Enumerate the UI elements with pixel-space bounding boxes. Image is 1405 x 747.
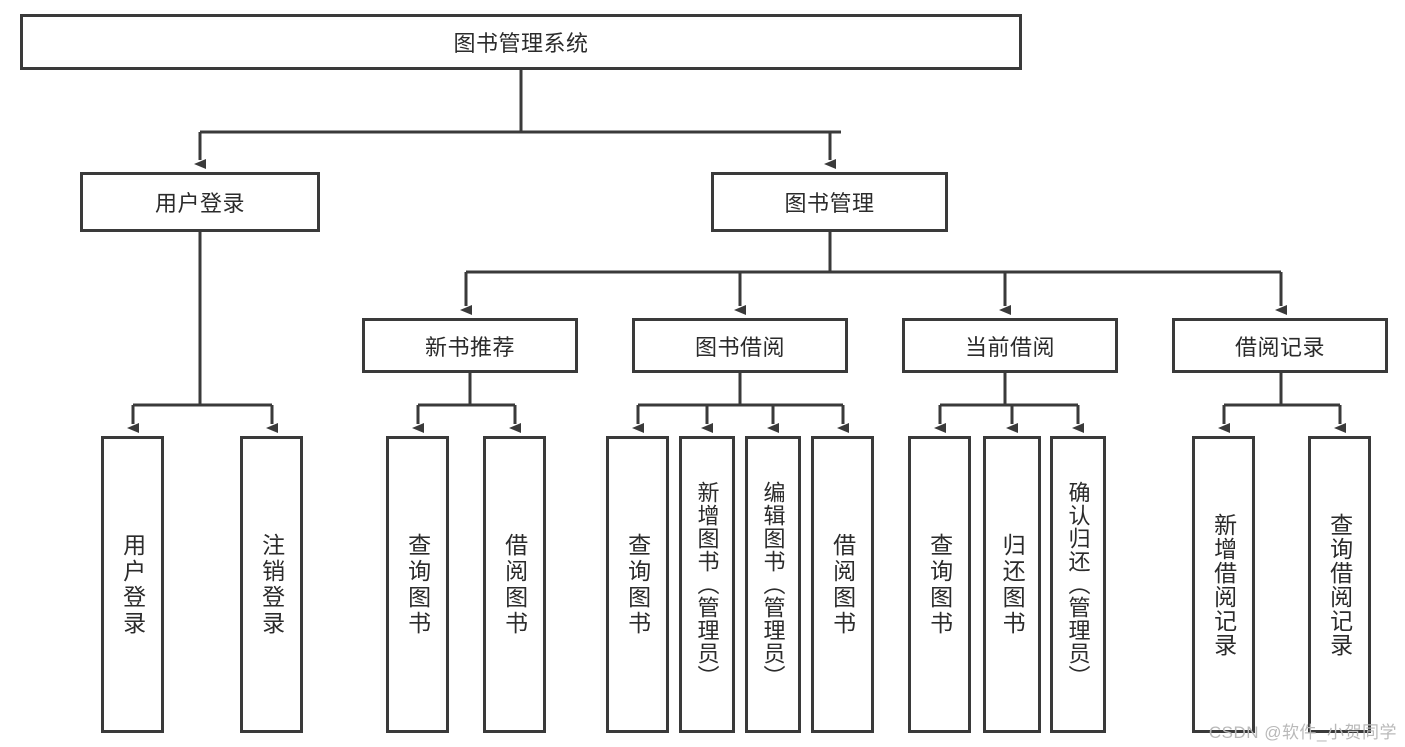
node-current-borrow[interactable]: 当前借阅 (902, 318, 1118, 373)
node-borrow-record[interactable]: 借阅记录 (1172, 318, 1388, 373)
node-borrow-record-label: 借阅记录 (1234, 334, 1325, 360)
node-book-borrow-label: 图书借阅 (694, 334, 785, 360)
leaf-add-book-label: 新增图书（管理员） (694, 481, 720, 688)
leaf-borrow-book-2[interactable]: 借阅图书 (811, 436, 874, 733)
leaf-return-book[interactable]: 归还图书 (983, 436, 1041, 733)
node-new-book-recommend[interactable]: 新书推荐 (362, 318, 578, 373)
node-root[interactable]: 图书管理系统 (20, 14, 1022, 70)
leaf-query-book-2[interactable]: 查询图书 (606, 436, 669, 733)
node-book-management-label: 图书管理 (784, 191, 875, 216)
leaf-add-record[interactable]: 新增借阅记录 (1192, 436, 1255, 733)
leaf-confirm-return-label: 确认归还（管理员） (1065, 481, 1091, 688)
node-user-login-label: 用户登录 (154, 191, 245, 216)
node-book-borrow[interactable]: 图书借阅 (632, 318, 848, 373)
leaf-query-book-3-label: 查询图书 (926, 532, 953, 637)
node-book-management[interactable]: 图书管理 (711, 172, 948, 232)
leaf-user-login-label: 用户登录 (119, 532, 146, 637)
node-user-login[interactable]: 用户登录 (80, 172, 320, 232)
leaf-confirm-return[interactable]: 确认归还（管理员） (1050, 436, 1106, 733)
node-current-borrow-label: 当前借阅 (964, 334, 1055, 360)
leaf-borrow-book-1-label: 借阅图书 (501, 532, 528, 637)
watermark: CSDN @软件_小贺同学 (1208, 723, 1397, 742)
leaf-borrow-book-2-label: 借阅图书 (829, 532, 856, 637)
leaf-edit-book[interactable]: 编辑图书（管理员） (745, 436, 801, 733)
leaf-borrow-book-1[interactable]: 借阅图书 (483, 436, 546, 733)
leaf-edit-book-label: 编辑图书（管理员） (760, 481, 786, 688)
node-new-book-recommend-label: 新书推荐 (424, 334, 515, 360)
leaf-add-record-label: 新增借阅记录 (1210, 512, 1237, 657)
leaf-query-record-label: 查询借阅记录 (1326, 512, 1353, 657)
leaf-user-login[interactable]: 用户登录 (101, 436, 164, 733)
leaf-query-book-1-label: 查询图书 (404, 532, 431, 637)
node-root-label: 图书管理系统 (453, 31, 589, 56)
leaf-query-book-1[interactable]: 查询图书 (386, 436, 449, 733)
leaf-logout[interactable]: 注销登录 (240, 436, 303, 733)
leaf-logout-label: 注销登录 (258, 532, 285, 637)
leaf-return-book-label: 归还图书 (999, 532, 1026, 637)
leaf-add-book[interactable]: 新增图书（管理员） (679, 436, 735, 733)
leaf-query-book-3[interactable]: 查询图书 (908, 436, 971, 733)
leaf-query-book-2-label: 查询图书 (624, 532, 651, 637)
leaf-query-record[interactable]: 查询借阅记录 (1308, 436, 1371, 733)
